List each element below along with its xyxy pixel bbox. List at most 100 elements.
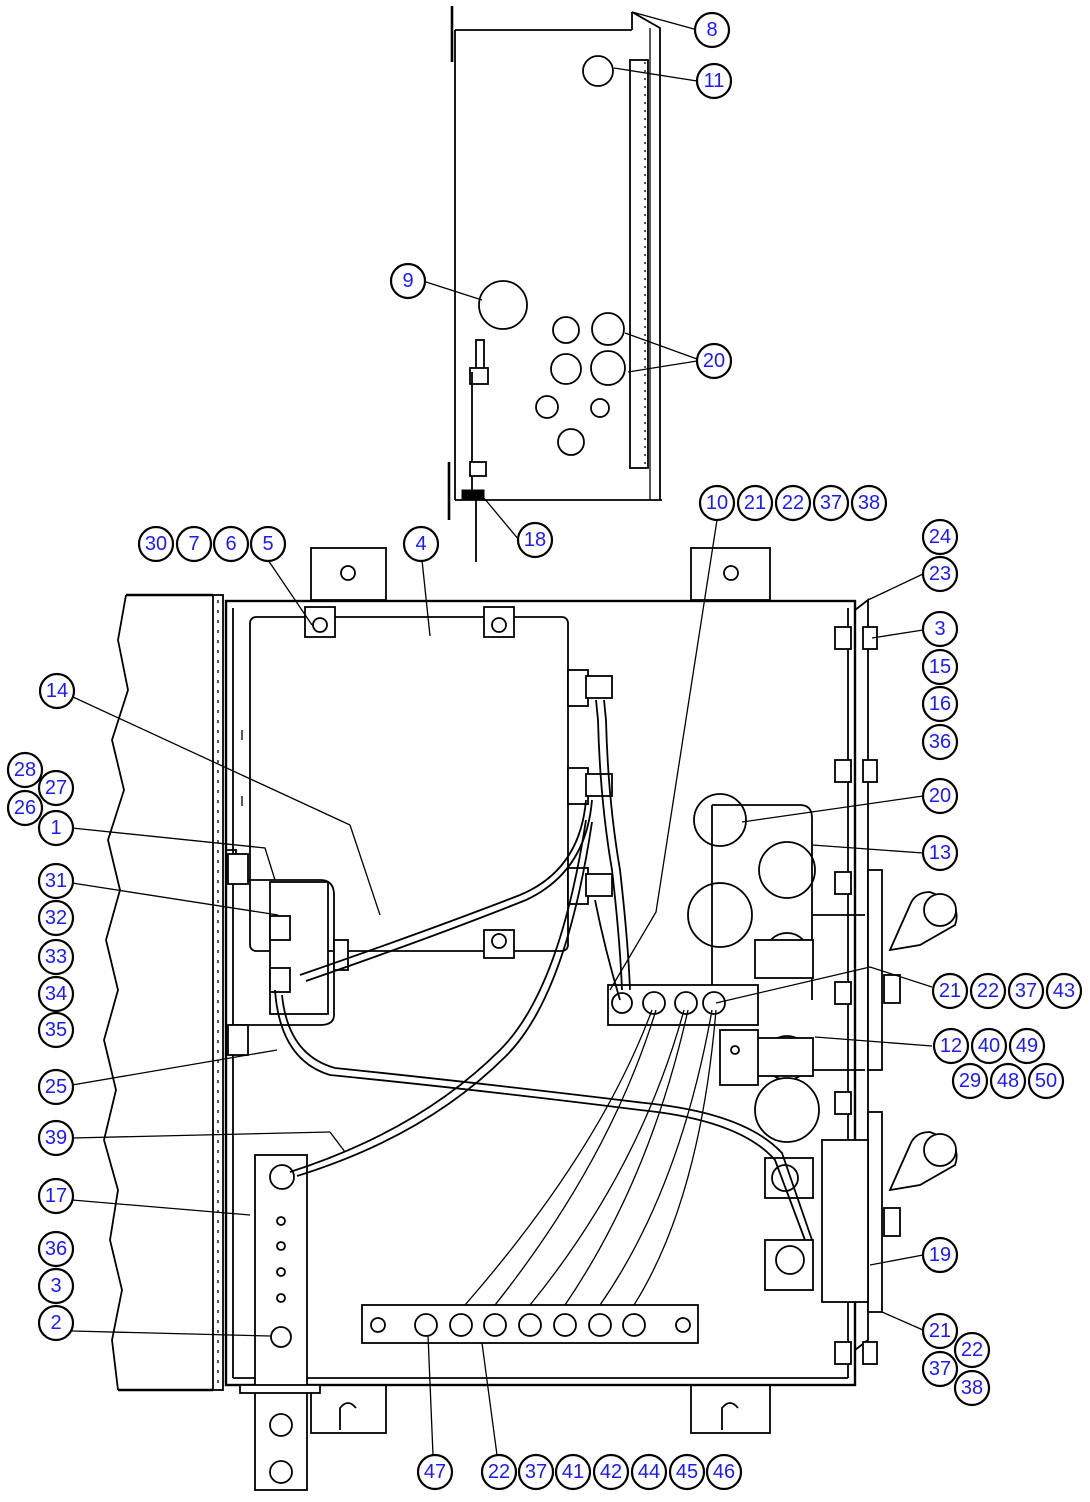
callout-7: 7 [175,525,213,563]
callout-circle [37,1267,75,1305]
callout-4: 4 [402,525,440,563]
callout-number: 37 [929,1358,951,1380]
callout-circle [554,1453,592,1491]
callout-1: 1 [37,809,75,847]
callout-circle [212,525,250,563]
callout-circle [6,751,44,789]
callout-number: 10 [706,492,728,514]
callouts: 8 11 9 20 18 10 21 22 37 38 30 7 6 5 4 2… [6,11,1083,1491]
callout-number: 37 [1015,980,1037,1002]
callout-29: 29 [951,1062,989,1100]
callout-circle [175,525,213,563]
callout-number: 1 [50,817,61,839]
callout-circle [37,809,75,847]
callout-number: 21 [929,1320,951,1342]
callout-19: 19 [921,1236,959,1274]
callout-circle [37,862,75,900]
callout-circle [516,521,554,559]
callout-number: 28 [14,759,36,781]
callout-circle [517,1453,555,1491]
callout-number: 2 [50,1312,61,1334]
callout-circle [921,555,959,593]
callout-circle [37,1304,75,1342]
callout-circle [37,1119,75,1157]
callout-number: 18 [524,529,546,551]
callout-circle [736,484,774,522]
callout-14: 14 [38,672,76,710]
callout-number: 31 [45,870,67,892]
callout-number: 21 [744,492,766,514]
callout-number: 3 [50,1275,61,1297]
callout-number: 16 [929,693,951,715]
callout-number: 14 [46,680,68,702]
callout-circle [953,1369,991,1407]
callout-circle [695,342,733,380]
callout-36-l: 36 [37,1230,75,1268]
callout-circle [705,1453,743,1491]
callout-circle [38,672,76,710]
callout-number: 13 [929,842,951,864]
callout-16: 16 [921,685,959,723]
callout-40: 40 [970,1027,1008,1065]
callout-number: 8 [706,19,717,41]
callout-number: 29 [959,1070,981,1092]
callout-circle [480,1453,518,1491]
callout-number: 37 [525,1461,547,1483]
callout-circle [249,525,287,563]
callout-number: 24 [929,526,951,548]
callout-number: 34 [45,983,67,1005]
callout-37-b: 37 [1007,972,1045,1010]
callout-circle [695,62,733,100]
callout-circle [921,723,959,761]
callout-circle [774,484,812,522]
callout-circle [969,972,1007,1010]
callout-44: 44 [630,1453,668,1491]
callout-circle [921,777,959,815]
callout-circle [1027,1062,1065,1100]
callout-number: 42 [600,1461,622,1483]
callout-circle [630,1453,668,1491]
callout-number: 25 [45,1076,67,1098]
callout-number: 38 [858,492,880,514]
callout-21-a: 21 [736,484,774,522]
callout-number: 27 [45,777,67,799]
callout-32: 32 [37,899,75,937]
callout-8: 8 [693,11,731,49]
callout-28: 28 [6,751,44,789]
callout-22-a: 22 [774,484,812,522]
callout-46: 46 [705,1453,743,1491]
callout-33: 33 [37,938,75,976]
callout-circle [953,1331,991,1369]
callout-circle [416,1453,454,1491]
leader-lines [71,11,933,1456]
callout-circle [1045,972,1083,1010]
callout-36-r: 36 [921,723,959,761]
callout-13: 13 [921,834,959,872]
callout-number: 22 [782,492,804,514]
callout-number: 22 [488,1461,510,1483]
stud-strip [607,984,759,1026]
callout-circle [693,11,731,49]
callout-38-a: 38 [850,484,888,522]
callout-circle [137,525,175,563]
callout-circle [37,769,75,807]
callout-23: 23 [921,555,959,593]
callout-20-top: 20 [695,342,733,380]
callout-number: 3 [934,618,945,640]
callout-circle [37,938,75,976]
callout-circle [921,1350,959,1388]
callout-number: 45 [676,1461,698,1483]
callout-3-l: 3 [37,1267,75,1305]
callout-circle [37,1011,75,1049]
callout-number: 6 [225,533,236,555]
callout-26: 26 [6,789,44,827]
callout-41: 41 [554,1453,592,1491]
callout-circle [402,525,440,563]
callout-22-d: 22 [480,1453,518,1491]
callout-number: 21 [939,980,961,1002]
callout-circle [931,972,969,1010]
callout-circle [921,648,959,686]
callout-10: 10 [698,484,736,522]
callout-number: 36 [929,731,951,753]
callout-number: 19 [929,1244,951,1266]
